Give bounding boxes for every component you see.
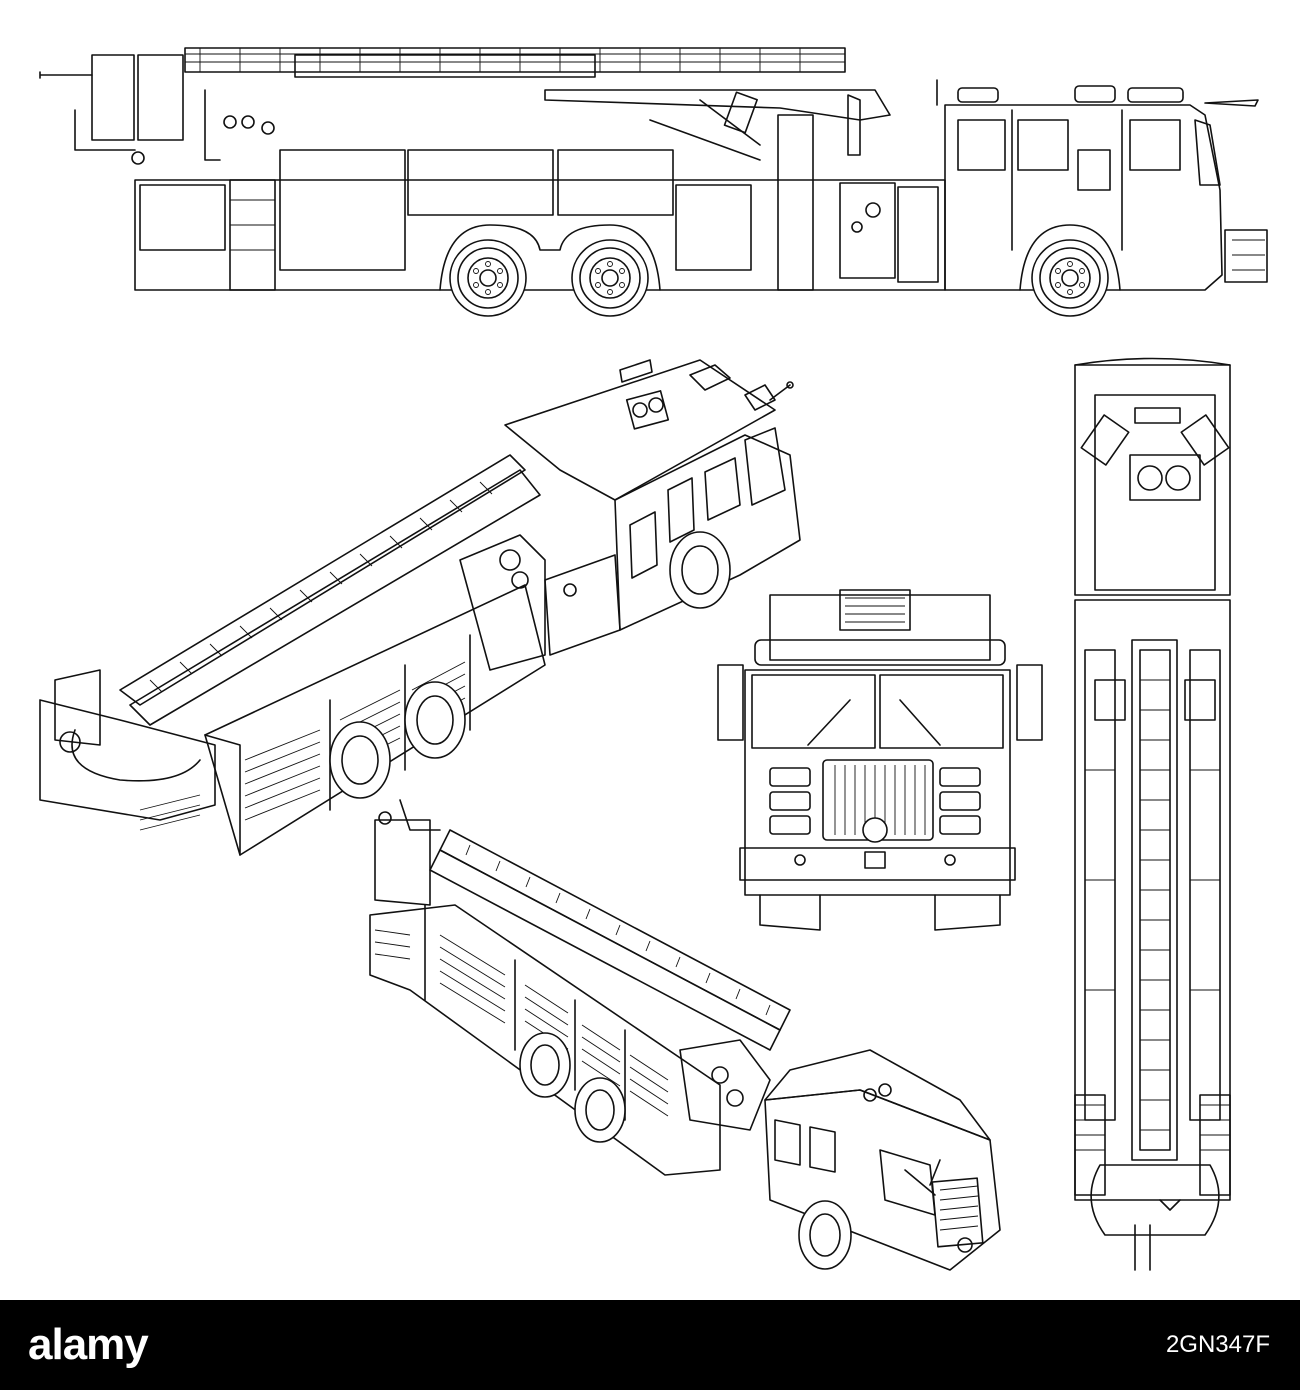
alamy-logo: alamy (28, 1320, 149, 1369)
fire-truck-line-drawing (39, 47, 1268, 1271)
isometric-view-rear-left (39, 359, 801, 856)
front-view (717, 589, 1043, 931)
top-view (1074, 357, 1231, 1271)
side-view (39, 47, 1268, 317)
isometric-view-front-left (369, 799, 1001, 1271)
watermark-footer: alamy 2GN347F (0, 1300, 1300, 1390)
image-id-label: 2GN347F (1165, 1331, 1270, 1358)
